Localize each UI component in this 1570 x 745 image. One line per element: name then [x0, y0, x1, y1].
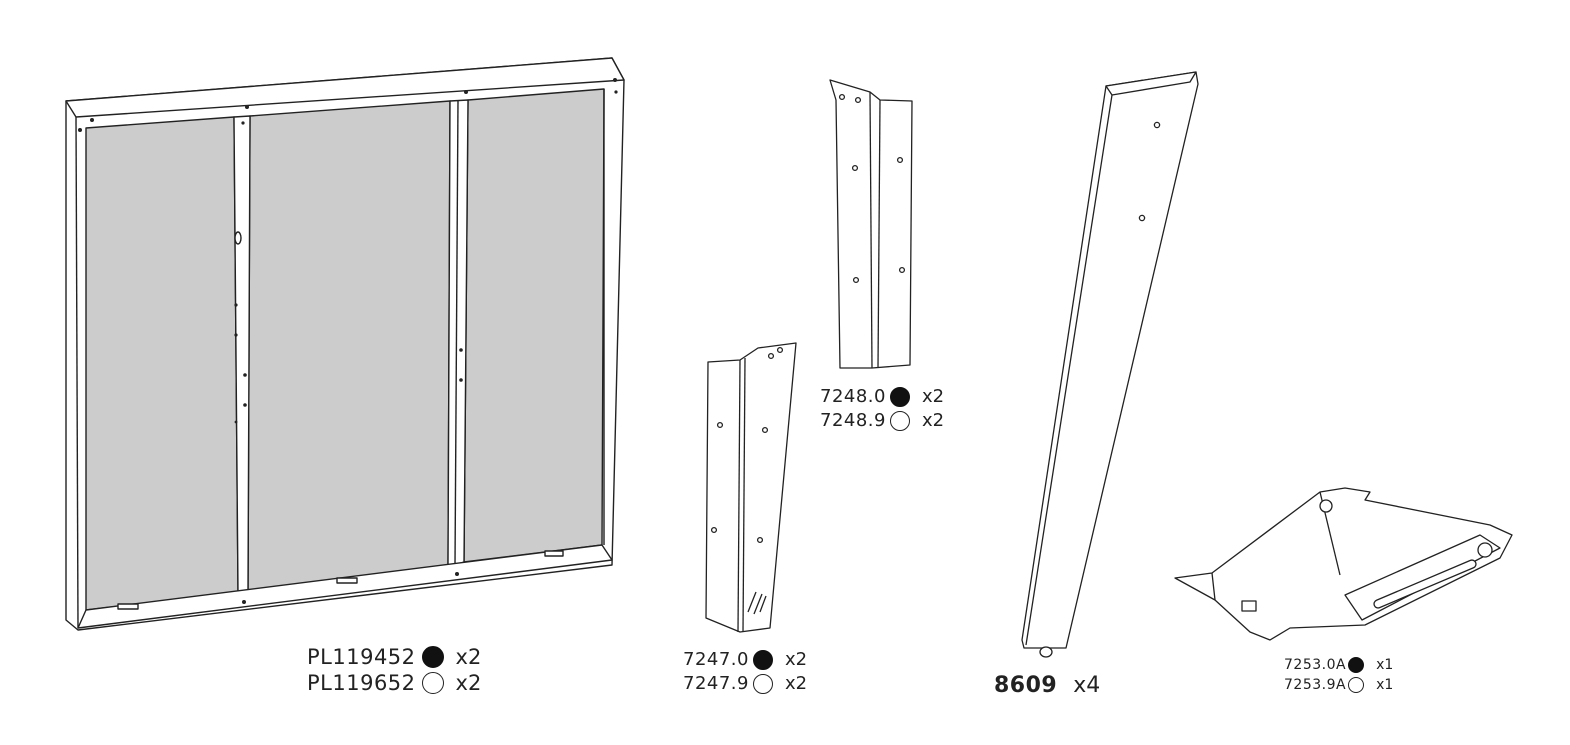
- bracket-short-drawing: [829, 79, 913, 369]
- leg-legend-row: 8609 x4: [994, 675, 1100, 697]
- white-marker-icon: [421, 672, 444, 694]
- part-quantity: x2: [921, 410, 945, 431]
- black-marker-icon: [421, 646, 444, 668]
- white-marker-icon: [752, 674, 773, 694]
- part-quantity: x4: [1073, 673, 1101, 698]
- tray-drawing: [1174, 487, 1513, 641]
- part-code: 7248.0: [820, 386, 886, 407]
- bracket-long-legend: 7247.0 x2 7247.9 x2: [683, 650, 807, 694]
- part-quantity: x1: [1376, 677, 1394, 693]
- part-quantity: x2: [921, 386, 945, 407]
- part-code: 7248.9: [820, 410, 886, 431]
- white-marker-icon: [889, 411, 910, 431]
- bracket-long-legend-row-white: 7247.9 x2: [683, 674, 807, 694]
- tray-legend: 7253.0A x1 7253.9A x1: [1284, 657, 1393, 693]
- part-quantity: x2: [455, 670, 482, 695]
- black-marker-icon: [752, 650, 773, 670]
- part-code: 7253.9A: [1284, 677, 1347, 693]
- part-quantity: x1: [1376, 657, 1394, 673]
- panel-legend-row-black: PL119452 x2: [307, 646, 481, 668]
- bracket-short-legend-row-black: 7248.0 x2: [820, 387, 944, 407]
- panel-legend: PL119452 x2 PL119652 x2: [307, 646, 481, 694]
- part-code: 7247.9: [683, 673, 749, 694]
- black-marker-icon: [889, 387, 910, 407]
- leg-drawing: [1021, 71, 1199, 658]
- panel-drawing: [65, 57, 625, 631]
- part-code: 7253.0A: [1284, 657, 1347, 673]
- bracket-long-drawing: [705, 342, 797, 633]
- leg-legend: 8609 x4: [994, 675, 1100, 697]
- bracket-short-legend-row-white: 7248.9 x2: [820, 411, 944, 431]
- bracket-long-legend-row-black: 7247.0 x2: [683, 650, 807, 670]
- part-quantity: x2: [784, 673, 808, 694]
- part-code: 7247.0: [683, 649, 749, 670]
- panel-section-middle: [247, 100, 451, 591]
- panel-section-right: [463, 88, 605, 563]
- black-marker-icon: [1348, 657, 1365, 673]
- bracket-short-legend: 7248.0 x2 7248.9 x2: [820, 387, 944, 431]
- part-code: 8609: [994, 673, 1058, 698]
- tray-legend-row-black: 7253.0A x1: [1284, 657, 1393, 673]
- part-code: PL119652: [307, 670, 416, 695]
- tray-legend-row-white: 7253.9A x1: [1284, 677, 1393, 693]
- panel-section-left: [85, 116, 239, 611]
- panel-legend-row-white: PL119652 x2: [307, 672, 481, 694]
- part-quantity: x2: [455, 644, 482, 669]
- part-quantity: x2: [784, 649, 808, 670]
- part-code: PL119452: [307, 644, 416, 669]
- white-marker-icon: [1348, 677, 1365, 693]
